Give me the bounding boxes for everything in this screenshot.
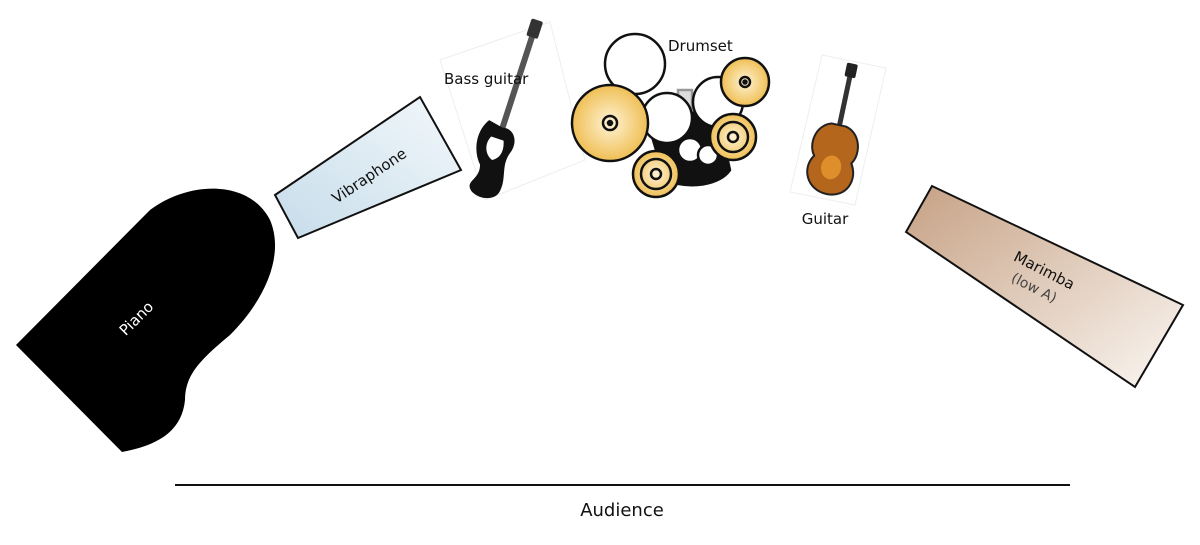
guitar-icon: [806, 62, 859, 196]
vibraphone: Vibraphone: [273, 95, 463, 240]
bass-guitar-icon: [469, 18, 543, 199]
drumset-label: Drumset: [668, 37, 733, 55]
guitar: Guitar: [789, 54, 887, 228]
bass-guitar: Bass guitar: [439, 18, 586, 201]
piano: Piano: [16, 188, 276, 453]
audience-label: Audience: [580, 500, 664, 521]
marimba: Marimba (low A): [904, 184, 1185, 389]
bass-guitar-label: Bass guitar: [444, 70, 529, 88]
guitar-label: Guitar: [802, 210, 849, 228]
drumset: Drumset: [570, 32, 771, 199]
